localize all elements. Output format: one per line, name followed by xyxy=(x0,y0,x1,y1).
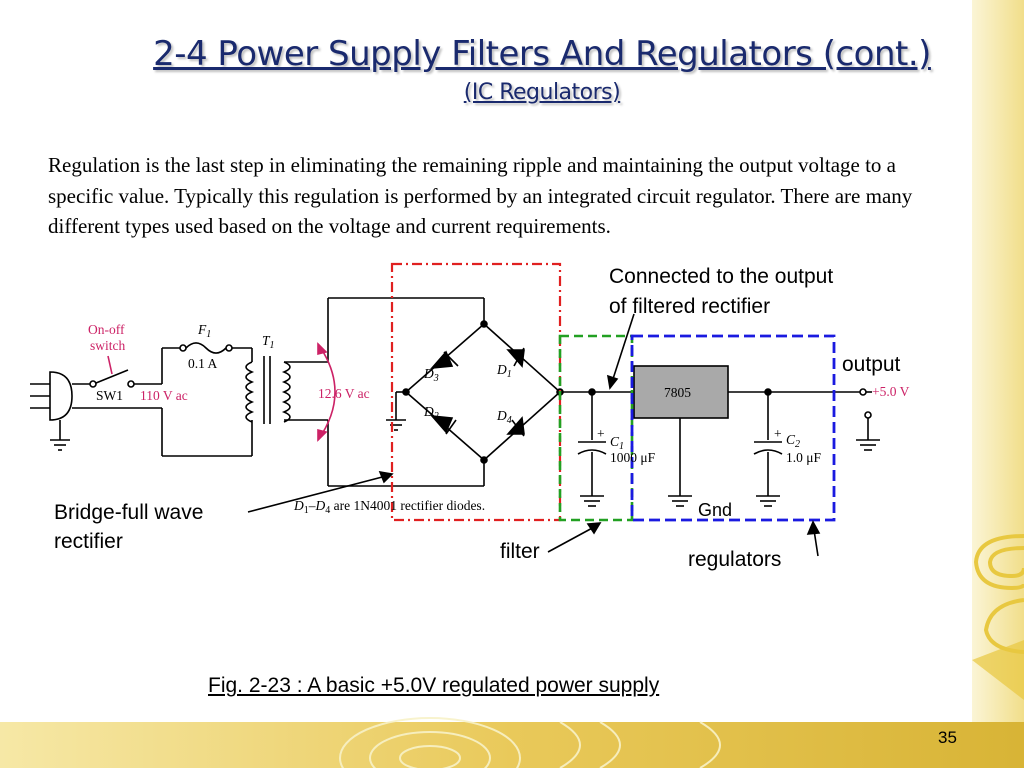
input-voltage-label: 110 V ac xyxy=(140,388,188,403)
output-annotation: output xyxy=(842,353,901,376)
switch-label-line2: switch xyxy=(90,338,125,353)
secondary-voltage-arrow-icon xyxy=(317,343,336,441)
gnd-annotation: Gnd xyxy=(698,500,733,520)
regulator-annotation-arrow xyxy=(813,529,819,557)
connected-annotation-arrow xyxy=(611,313,635,383)
connected-annotation-line1: Connected to the output xyxy=(609,265,834,288)
capacitor-c1-icon xyxy=(577,441,607,455)
bridge-annotation-line1: Bridge-full wave xyxy=(54,501,204,524)
c2-ref-label: C2 xyxy=(786,432,800,450)
switch-ref-label: SW1 xyxy=(96,388,123,403)
filter-annotation: filter xyxy=(500,540,540,563)
diode-d4-label: D4 xyxy=(496,408,512,426)
ground-symbol-icon xyxy=(50,439,70,451)
figure-caption: Fig. 2-23 : A basic +5.0V regulated powe… xyxy=(208,674,660,697)
slide-title: 2-4 Power Supply Filters And Regulators … xyxy=(153,34,931,74)
fuse-rating-label: 0.1 A xyxy=(188,356,218,371)
switch-label-line1: On-off xyxy=(88,322,125,337)
c1-value-label: 1000 μF xyxy=(610,450,656,465)
bridge-annotation-line2: rectifier xyxy=(54,530,123,553)
connected-annotation-line2: of filtered rectifier xyxy=(609,295,771,318)
page-number: 35 xyxy=(938,728,957,747)
transformer-ref-label: T1 xyxy=(262,333,275,351)
bridge-annotation-arrow xyxy=(247,475,387,513)
bridge-section-box xyxy=(390,262,562,522)
body-paragraph: Regulation is the last step in eliminati… xyxy=(48,153,913,238)
transformer-t1-icon xyxy=(245,356,291,424)
switch-sw1-icon xyxy=(72,369,162,388)
diode-note-label: D1–D4 are 1N4001 rectifier diodes. xyxy=(293,498,485,516)
bridge-rectifier-icon xyxy=(402,320,564,464)
fuse-ref-label: F1 xyxy=(197,322,211,340)
capacitor-c2-icon xyxy=(753,441,783,455)
c1-ref-label: C1 xyxy=(610,434,624,452)
output-terminal-icon xyxy=(859,388,867,396)
filter-annotation-arrow xyxy=(547,525,597,553)
c2-value-label: 1.0 μF xyxy=(786,450,821,465)
diode-d2-label: D2 xyxy=(423,404,439,422)
slide-subtitle: (IC Regulators) xyxy=(463,80,621,105)
c1-plus-label: + xyxy=(597,426,605,441)
diode-d3-label: D3 xyxy=(423,366,439,384)
output-voltage-label: +5.0 V xyxy=(872,384,910,399)
ac-plug-icon xyxy=(30,371,73,440)
c2-plus-label: + xyxy=(774,426,782,441)
regulator-7805-icon xyxy=(633,365,729,419)
regulators-annotation: regulators xyxy=(688,548,782,571)
secondary-voltage-label: 12.6 V ac xyxy=(318,386,370,401)
regulator-ic-label: 7805 xyxy=(664,385,691,400)
fuse-f1-icon xyxy=(179,342,233,354)
diode-d1-label: D1 xyxy=(496,362,512,380)
regulator-section-box xyxy=(630,334,836,522)
filter-section-box xyxy=(558,334,634,522)
